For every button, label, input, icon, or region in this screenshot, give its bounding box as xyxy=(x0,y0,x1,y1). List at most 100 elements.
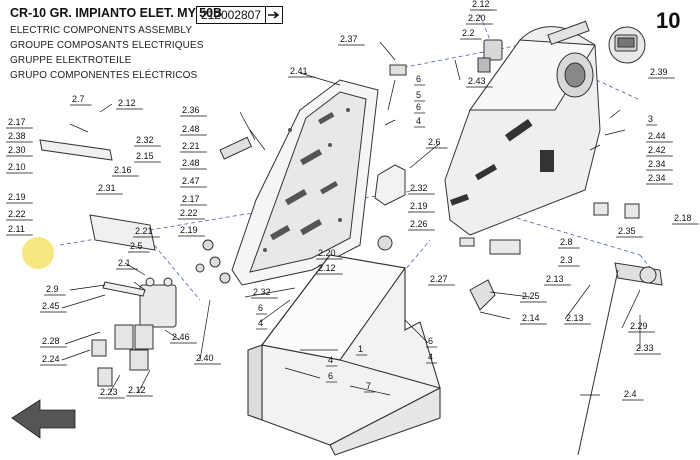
callout-2-43: 2.43 xyxy=(466,76,493,88)
svg-text:2.45: 2.45 xyxy=(42,301,60,311)
svg-text:2.44: 2.44 xyxy=(648,131,666,141)
grommets xyxy=(195,235,393,284)
svg-text:2.12: 2.12 xyxy=(472,0,490,9)
svg-text:2.40: 2.40 xyxy=(196,353,214,363)
callout-2-13: 2.13 xyxy=(564,313,591,325)
svg-text:2.27: 2.27 xyxy=(430,274,448,284)
relay-box xyxy=(374,164,406,206)
key-switch xyxy=(477,39,503,73)
svg-text:2.48: 2.48 xyxy=(182,158,200,168)
svg-text:6: 6 xyxy=(416,102,421,112)
callout-2-17: 2.17 xyxy=(6,117,33,129)
callout-6: 6 xyxy=(414,102,426,114)
callout-2-18: 2.18 xyxy=(672,213,699,225)
svg-text:2.46: 2.46 xyxy=(172,332,190,342)
callout-2-24: 2.24 xyxy=(40,354,67,366)
svg-text:2.34: 2.34 xyxy=(648,173,666,183)
svg-text:2.22: 2.22 xyxy=(8,209,26,219)
svg-text:2.8: 2.8 xyxy=(560,237,573,247)
callout-2-40: 2.40 xyxy=(194,353,221,365)
svg-text:2.7: 2.7 xyxy=(72,94,85,104)
svg-text:2.37: 2.37 xyxy=(340,34,358,44)
callout-5: 5 xyxy=(414,90,426,102)
svg-text:2.20: 2.20 xyxy=(468,13,486,23)
svg-text:4: 4 xyxy=(416,116,421,126)
svg-text:2.43: 2.43 xyxy=(468,76,486,86)
svg-text:2.3: 2.3 xyxy=(560,255,573,265)
svg-text:7: 7 xyxy=(366,381,371,391)
subtitle-german: GRUPPE ELEKTROTEILE xyxy=(10,55,132,66)
bracket-left xyxy=(39,139,156,297)
svg-text:2.10: 2.10 xyxy=(8,162,26,172)
callout-2-13: 2.13 xyxy=(544,274,571,286)
svg-text:2.30: 2.30 xyxy=(8,145,26,155)
battery-housing xyxy=(444,20,601,236)
svg-text:2.47: 2.47 xyxy=(182,176,200,186)
svg-text:2.33: 2.33 xyxy=(636,343,654,353)
mounting-panel xyxy=(231,79,379,286)
svg-text:2.12: 2.12 xyxy=(128,385,146,395)
page-link-arrow-icon[interactable] xyxy=(265,6,283,24)
callout-2-5: 2.5 xyxy=(128,241,150,253)
callout-2-16: 2.16 xyxy=(112,165,139,177)
callout-2-10: 2.10 xyxy=(6,162,33,174)
callout-2-39: 2.39 xyxy=(648,67,675,79)
callout-2-27: 2.27 xyxy=(428,274,455,286)
svg-text:2.18: 2.18 xyxy=(674,213,692,223)
callout-3: 3 xyxy=(646,114,658,126)
callout-2-2: 2.2 xyxy=(460,28,482,40)
svg-text:2.26: 2.26 xyxy=(410,219,428,229)
callout-6: 6 xyxy=(426,336,438,348)
svg-text:2.12: 2.12 xyxy=(118,98,136,108)
highlight-marker xyxy=(22,237,54,269)
callout-2-32: 2.32 xyxy=(251,287,278,299)
callout-2-9: 2.9 xyxy=(44,284,66,296)
callout-6: 6 xyxy=(256,303,268,315)
callout-2-31: 2.31 xyxy=(96,183,123,195)
svg-text:2.32: 2.32 xyxy=(410,183,428,193)
svg-text:6: 6 xyxy=(328,371,333,381)
callout-2-6: 2.6 xyxy=(426,137,448,149)
svg-text:2.16: 2.16 xyxy=(114,165,132,175)
callout-2-48: 2.48 xyxy=(180,124,207,136)
callout-2-12: 2.12 xyxy=(116,98,143,110)
leader-lines xyxy=(61,9,641,396)
base-frame xyxy=(247,254,441,456)
svg-text:2.17: 2.17 xyxy=(8,117,26,127)
connector-blocks xyxy=(459,202,640,255)
callout-6: 6 xyxy=(326,371,338,383)
svg-text:2.1: 2.1 xyxy=(118,258,131,268)
svg-text:2.21: 2.21 xyxy=(182,141,200,151)
callout-2-32: 2.32 xyxy=(408,183,435,195)
svg-text:2.4: 2.4 xyxy=(624,389,637,399)
callout-2-41: 2.41 xyxy=(288,66,315,78)
svg-text:2.38: 2.38 xyxy=(8,131,26,141)
callout-4: 4 xyxy=(326,355,338,367)
diagram-title: CR-10 GR. IMPIANTO ELET. MY 50B xyxy=(10,6,223,20)
callout-2-44: 2.44 xyxy=(646,131,673,143)
svg-text:2.19: 2.19 xyxy=(8,192,26,202)
callout-2-25: 2.25 xyxy=(520,291,547,303)
callout-4: 4 xyxy=(256,318,268,330)
svg-text:2.29: 2.29 xyxy=(630,321,648,331)
svg-text:2.24: 2.24 xyxy=(42,354,60,364)
callout-2-36: 2.36 xyxy=(180,105,207,117)
svg-text:1: 1 xyxy=(358,344,363,354)
svg-text:2.41: 2.41 xyxy=(290,66,308,76)
callout-2-19: 2.19 xyxy=(6,192,33,204)
callout-2-12: 2.12 xyxy=(316,263,343,275)
callout-2-15: 2.15 xyxy=(134,151,161,163)
callout-2-46: 2.46 xyxy=(170,332,197,344)
callout-2-30: 2.30 xyxy=(6,145,33,157)
callout-2-32: 2.32 xyxy=(134,135,161,147)
callout-2-4: 2.4 xyxy=(622,389,644,401)
svg-text:6: 6 xyxy=(258,303,263,313)
callout-2-20: 2.20 xyxy=(466,13,493,25)
callout-2-29: 2.29 xyxy=(628,321,655,333)
contactor xyxy=(139,277,177,328)
callout-2-33: 2.33 xyxy=(634,343,661,355)
cable-assembly xyxy=(219,64,663,456)
svg-text:2.17: 2.17 xyxy=(182,194,200,204)
